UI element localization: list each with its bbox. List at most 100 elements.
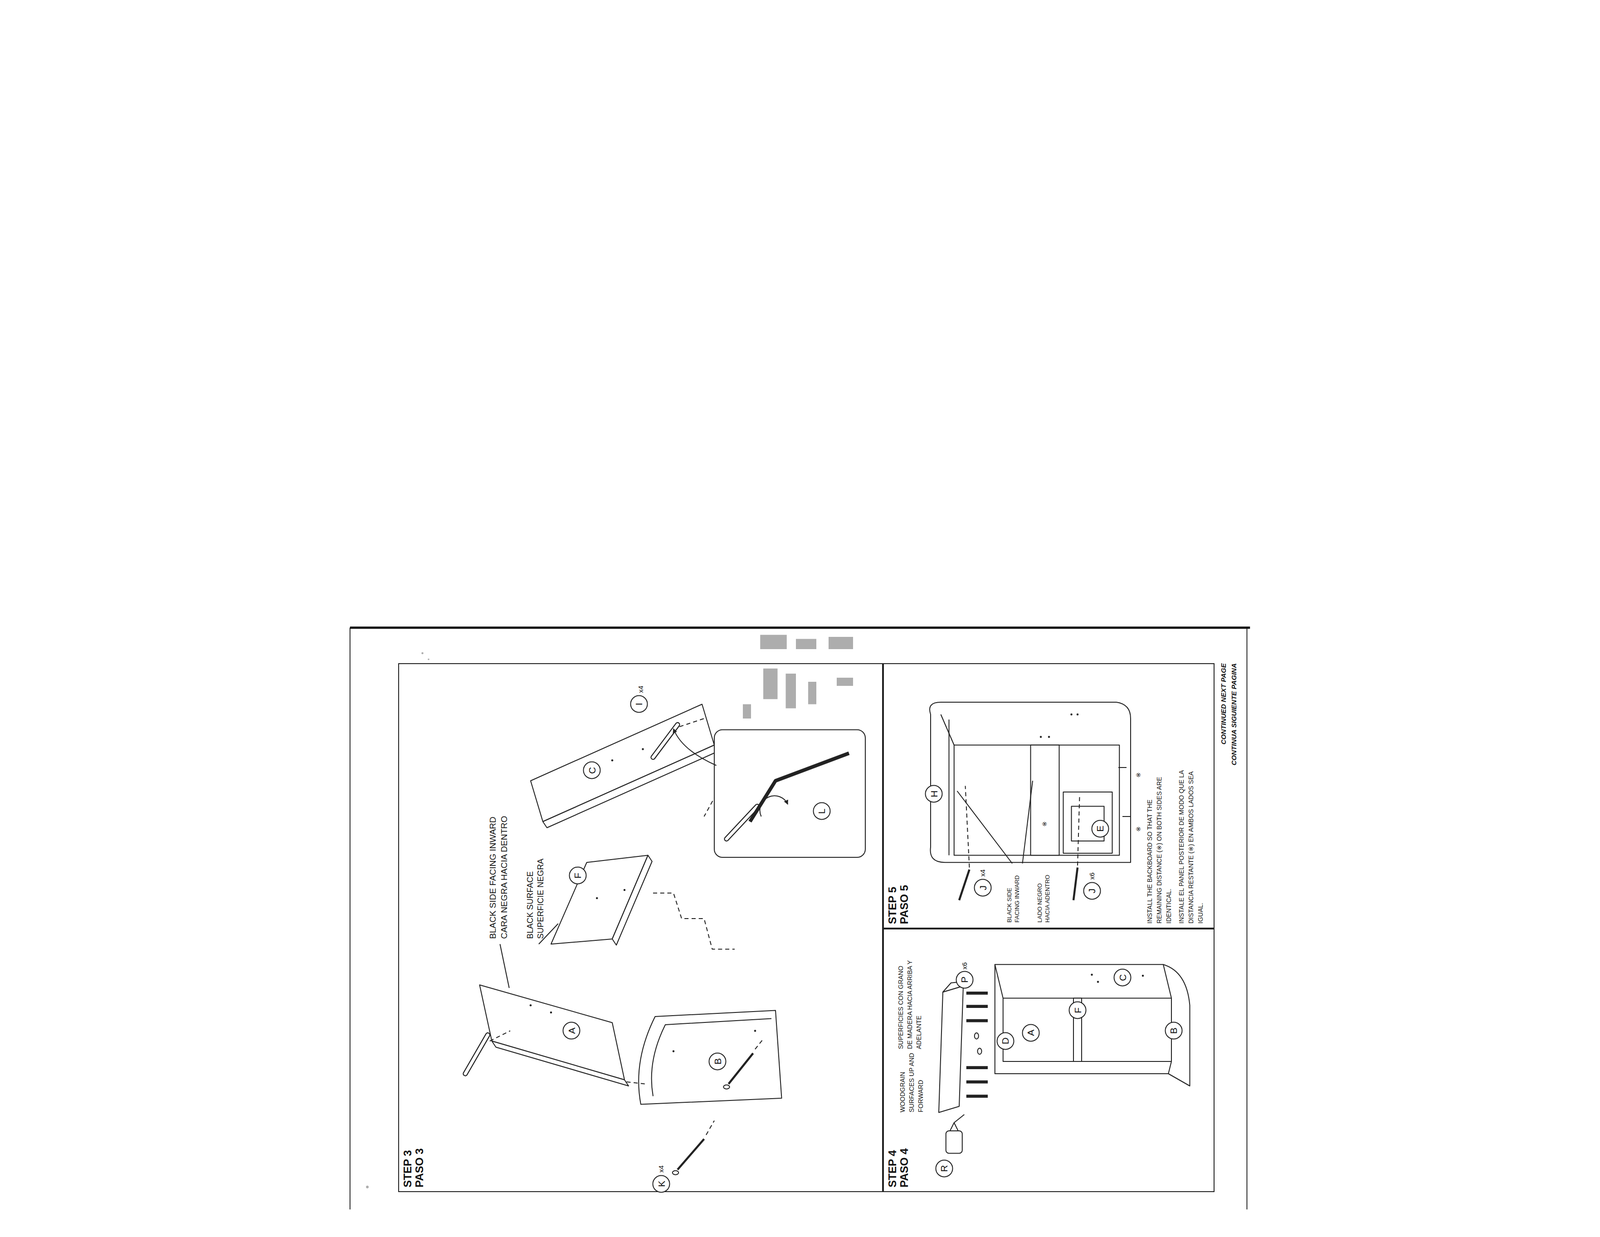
callout-letter: A xyxy=(1025,1029,1036,1036)
step5-drawing xyxy=(1048,735,1051,738)
part-callout: C xyxy=(1113,968,1132,987)
step4-drawing xyxy=(938,964,1191,1153)
callout-circle xyxy=(1165,1022,1182,1040)
scan-noise xyxy=(421,652,424,655)
instruction-note: SUPERFICIES CON GRANO DE MADERA HACIA AR… xyxy=(896,958,924,1049)
callout-circle xyxy=(1091,819,1109,837)
step4-drawing xyxy=(1003,998,1172,1062)
callout-circle xyxy=(653,1175,670,1192)
step4-drawing xyxy=(938,985,964,1113)
instruction-note: WOODGRAIN SURFACES UP AND FORWARD xyxy=(897,1050,926,1113)
step3-drawing xyxy=(626,1081,646,1084)
part-label: x4 xyxy=(657,1165,665,1173)
step3-drawing xyxy=(542,745,719,828)
step3-drawing xyxy=(760,795,788,817)
step3-drawing xyxy=(726,806,758,840)
callout-circle xyxy=(813,802,830,820)
part-label: ※ xyxy=(1134,826,1142,832)
part-callout: F xyxy=(568,866,587,885)
callout-letter: D xyxy=(1000,1037,1010,1044)
callout-circle xyxy=(974,879,992,897)
scan-noise xyxy=(742,704,752,719)
step-panel: STEP 3 PASO 3AFCIKBL xyxy=(398,663,883,1192)
step3-drawing xyxy=(612,855,653,946)
step5-drawing xyxy=(954,745,1120,856)
part-label: x4 xyxy=(978,869,987,877)
part-callout: E xyxy=(1091,819,1110,838)
part-callout: D xyxy=(996,1031,1015,1050)
step3-drawing xyxy=(611,759,614,762)
step3-drawing xyxy=(529,1004,532,1007)
step4-drawing xyxy=(966,1080,988,1084)
step-panel: STEP 4 PASO 4 R P D C F A B xyxy=(882,928,1215,1192)
step3-drawing xyxy=(723,1084,730,1089)
step3-drawing xyxy=(641,747,644,751)
step5-drawing xyxy=(957,790,1013,864)
callout-circle xyxy=(935,1160,953,1177)
step4-drawing xyxy=(954,1114,965,1123)
step4-drawing xyxy=(977,1048,982,1055)
scan-noise xyxy=(828,636,854,649)
callout-circle xyxy=(996,1032,1014,1049)
step3-drawing xyxy=(489,1030,511,1042)
step3-drawing xyxy=(755,1039,764,1050)
part-label: ※ xyxy=(1040,821,1049,827)
callout-letter: J xyxy=(978,885,988,891)
callout-letter: K xyxy=(656,1180,667,1187)
callout-circle xyxy=(1022,1024,1040,1041)
step-heading: STEP 5 PASO 5 xyxy=(886,878,911,924)
step3-drawing xyxy=(623,888,626,892)
step3-drawing xyxy=(465,1034,488,1074)
step3-drawing xyxy=(679,718,705,727)
step5-drawing xyxy=(959,869,970,901)
part-callout: F xyxy=(1068,1000,1087,1020)
step4-drawing xyxy=(1097,980,1100,983)
step3-drawing xyxy=(500,943,510,988)
part-callout: J xyxy=(973,878,992,897)
scan-noise xyxy=(763,668,778,700)
step4-drawing xyxy=(966,1094,988,1098)
callout-letter: B xyxy=(1168,1027,1179,1034)
page-frame xyxy=(350,627,1251,1210)
part-label: BLACK SIDE FACING INWARD xyxy=(487,816,498,939)
callout-circle xyxy=(630,695,648,713)
step4-drawing xyxy=(950,1122,959,1131)
step3-drawing xyxy=(673,728,717,766)
part-callout: A xyxy=(1021,1023,1040,1042)
step3-drawing xyxy=(677,1138,705,1170)
page-frame xyxy=(1246,627,1248,1210)
step5-drawing xyxy=(1073,867,1078,901)
step3-drawing xyxy=(750,753,849,822)
part-callout: B xyxy=(1164,1021,1183,1040)
part-callout: H xyxy=(924,784,943,803)
step4-drawing xyxy=(974,1032,979,1040)
step-heading: STEP 4 PASO 4 xyxy=(886,1141,911,1188)
part-callout: P xyxy=(955,970,974,989)
callout-letter: R xyxy=(939,1164,949,1172)
scan-noise xyxy=(365,634,854,1189)
step3-drawing xyxy=(479,984,625,1080)
callout-circle xyxy=(709,1052,727,1070)
scan-noise xyxy=(365,1185,369,1189)
callout-letter: J xyxy=(1087,888,1097,894)
part-label: ※ xyxy=(1134,772,1142,778)
callout-letter: P xyxy=(959,976,970,983)
step3-drawing xyxy=(754,1029,757,1032)
callout-letter: E xyxy=(1095,825,1105,832)
callout-circle xyxy=(563,1022,581,1040)
callout-circle xyxy=(569,867,586,884)
callout-circle xyxy=(925,785,943,803)
instruction-note: INSTALL THE BACKBOARD SO THAT THE REMAIN… xyxy=(1145,764,1174,924)
callout-circle xyxy=(956,970,973,988)
step4-drawing xyxy=(1141,974,1145,977)
instruction-note: INSTALE EL PANEL POSTERIOR DE MODO QUE L… xyxy=(1176,764,1206,924)
step3-drawing xyxy=(651,1018,772,1097)
instruction-note: BLACK SIDE FACING INWARD xyxy=(1005,868,1021,923)
part-label: x4 xyxy=(636,685,645,693)
callout-letter: A xyxy=(566,1027,577,1034)
callout-letter: H xyxy=(929,790,939,798)
step4-drawing xyxy=(966,1019,988,1023)
part-label: SUPERFICIE NEGRA xyxy=(536,858,546,939)
step3-drawing xyxy=(672,1049,675,1053)
